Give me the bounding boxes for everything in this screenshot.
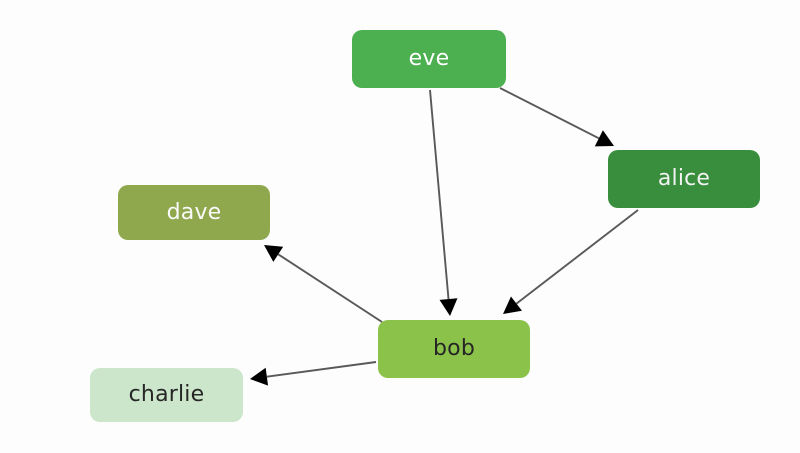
arrowhead-icon	[250, 367, 269, 386]
graph-node-label-dave: dave	[166, 199, 222, 225]
arrowhead-icon	[439, 298, 458, 316]
arrowhead-icon	[594, 130, 614, 147]
graph-node-label-eve: eve	[408, 46, 450, 71]
graph-node-eve[interactable]: eve	[352, 30, 506, 88]
graph-node-charlie[interactable]: charlie	[90, 368, 243, 422]
graph-node-label-charlie: charlie	[128, 382, 205, 407]
graph-node-alice[interactable]: alice	[608, 150, 760, 208]
graph-edge-bob-dave	[264, 245, 383, 323]
arrowhead-icon	[503, 296, 522, 314]
edge-line	[277, 253, 383, 323]
arrowhead-icon	[264, 245, 284, 262]
edge-line	[499, 87, 600, 140]
graph-edge-bob-charlie	[250, 361, 377, 386]
graph-node-label-bob: bob	[433, 336, 475, 361]
edge-line	[429, 89, 450, 300]
graph-edge-eve-bob	[429, 89, 458, 316]
graph-node-label-alice: alice	[657, 166, 711, 191]
graph-edge-alice-bob	[503, 209, 639, 314]
graph-edge-eve-alice	[499, 87, 614, 147]
graph-node-dave[interactable]: dave	[118, 185, 270, 240]
edge-line	[515, 209, 639, 305]
edge-line	[266, 361, 377, 378]
graph-node-bob[interactable]: bob	[378, 320, 530, 378]
